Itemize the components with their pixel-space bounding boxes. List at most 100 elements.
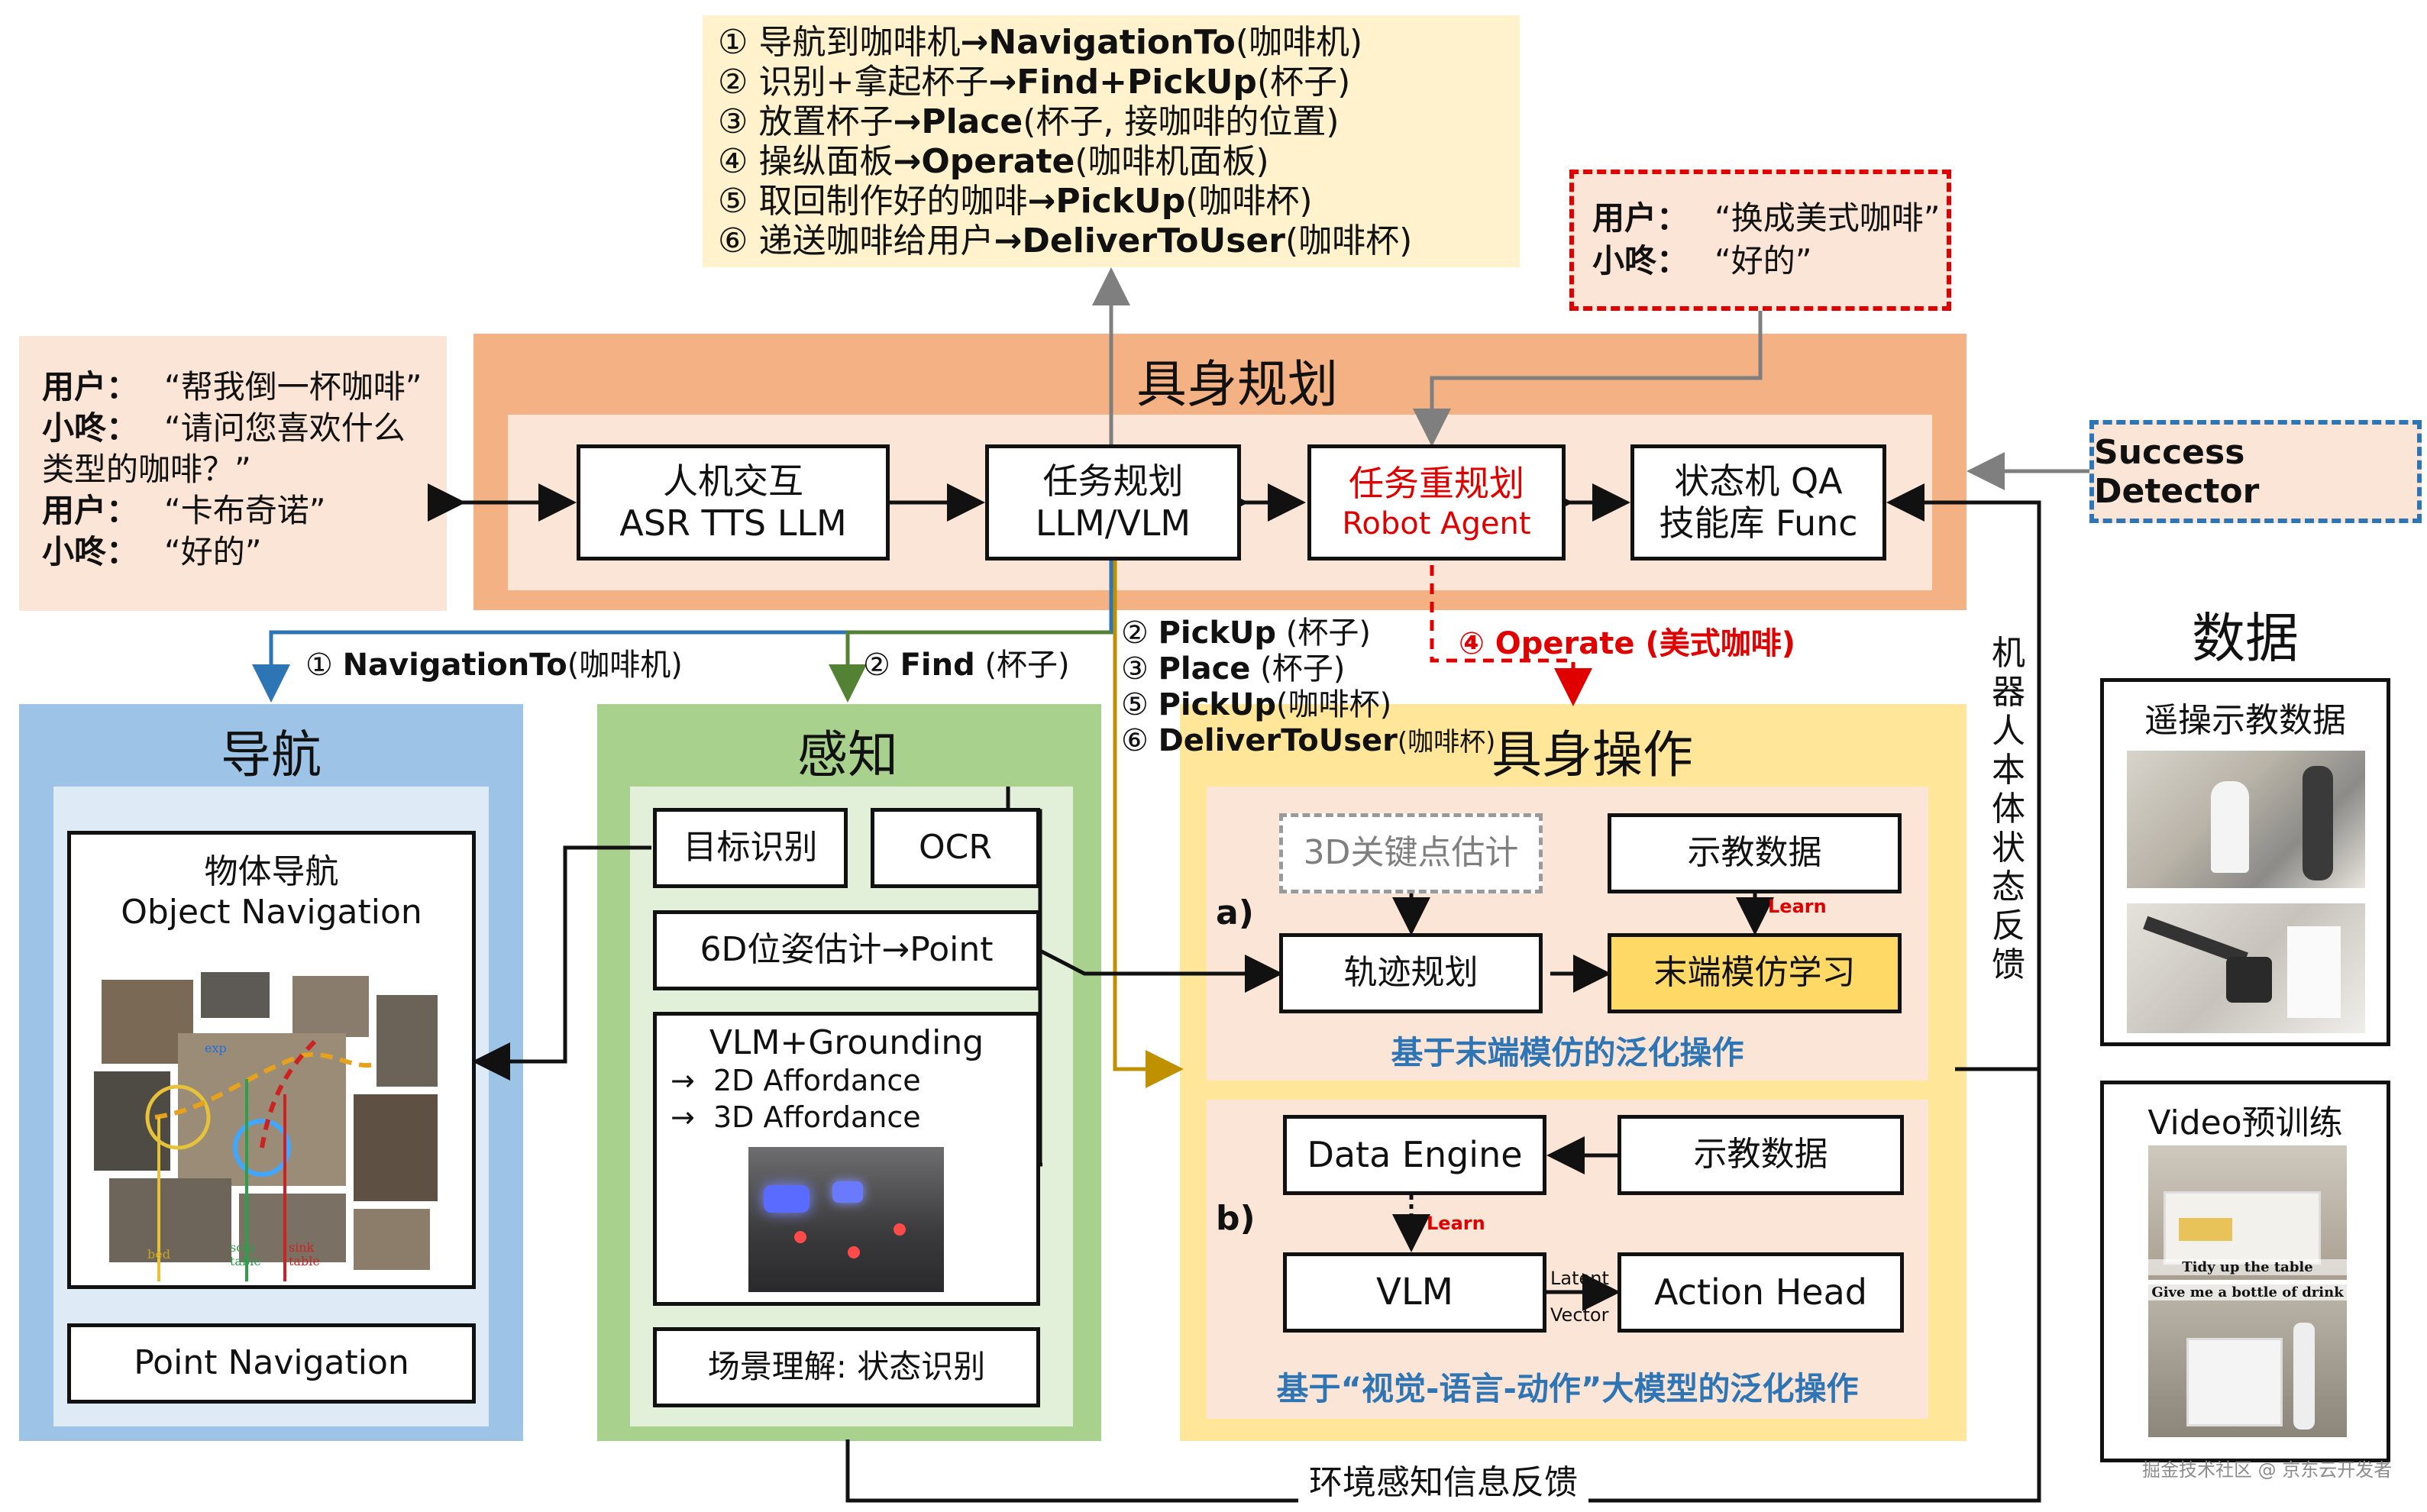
replan-box: 任务重规划 Robot Agent <box>1307 444 1566 561</box>
task-step-num: ② <box>718 63 748 102</box>
dialog-line: 用户：“换成美式咖啡” <box>1592 197 1947 240</box>
task-step: ① 导航到咖啡机→NavigationTo(咖啡机) <box>718 23 1412 63</box>
task-step-skill: PickUp <box>1055 182 1186 221</box>
latent-vector-label: Latent Vector <box>1550 1260 1609 1333</box>
keypoint-label: 3D关键点估计 <box>1303 833 1519 873</box>
label-place-num: ③ <box>1121 651 1149 687</box>
state-machine-box: 状态机 QA 技能库 Func <box>1630 444 1886 561</box>
data-title: 数据 <box>2192 607 2299 670</box>
task-step-args: (杯子) <box>1256 63 1351 102</box>
task-step-args: (咖啡机) <box>1235 23 1363 62</box>
task-step-num: ① <box>718 23 748 62</box>
label-find-num: ② <box>863 648 890 683</box>
robot-feedback-char: 反 <box>1992 906 2025 945</box>
action-head-label: Action Head <box>1654 1271 1867 1313</box>
video-caption-2: Give me a bottle of drink <box>2148 1284 2347 1300</box>
state-line1: 状态机 QA <box>1674 460 1843 502</box>
video-pretrain-title: Video预训练 <box>2147 1103 2343 1142</box>
data-engine-label: Data Engine <box>1307 1133 1523 1175</box>
imitation-label: 末端模仿学习 <box>1653 953 1856 993</box>
success-detector-label: Success Detector <box>2094 432 2260 511</box>
task-step-skill: Operate <box>921 142 1075 181</box>
trajectory-box: 轨迹规划 <box>1279 933 1543 1013</box>
navigation-map: exp bed sofa table sink table <box>86 964 457 1281</box>
action-head-box: Action Head <box>1617 1252 1904 1333</box>
teleop-data-title: 遥操示教数据 <box>2144 701 2346 740</box>
navigation-title: 导航 <box>221 725 322 784</box>
scene-label: 场景理解: 状态识别 <box>707 1348 986 1386</box>
dialog-left: 用户：“帮我倒一杯咖啡”小咚：“请问您喜欢什么类型的咖啡？”用户：“卡布奇诺”小… <box>19 336 447 611</box>
edge-perception-bracket <box>1038 848 1042 1167</box>
label-pickup2-bold: PickUp <box>1158 687 1277 722</box>
demo-data-b-box: 示教数据 <box>1617 1115 1904 1195</box>
task-step-arrow: → <box>994 221 1023 260</box>
dialog-text: 类型的咖啡？” <box>42 451 251 488</box>
hci-line2: ASR TTS LLM <box>619 502 847 544</box>
task-step-desc: 导航到咖啡机 <box>758 23 961 62</box>
label-deliver-num: ⑥ <box>1121 723 1149 758</box>
label-pickup-num: ② <box>1121 615 1149 651</box>
label-nav-num: ① <box>305 648 333 683</box>
dialog-line: 小咚：“好的” <box>1592 240 1947 283</box>
task-step-skill: NavigationTo <box>988 23 1236 62</box>
task-steps-list: ① 导航到咖啡机→NavigationTo(咖啡机)② 识别+拿起杯子→Find… <box>718 23 1412 261</box>
label-find-bold: Find <box>900 648 975 683</box>
edge-pose-to-traj <box>1039 948 1283 993</box>
task-line2: LLM/VLM <box>1035 502 1191 544</box>
task-step-args: (咖啡杯) <box>1185 182 1313 221</box>
dialog-text: “卡布奇诺” <box>164 492 326 529</box>
robot-feedback-char: 态 <box>1992 867 2025 906</box>
hci-box: 人机交互 ASR TTS LLM <box>577 444 890 561</box>
demo-a-label: 示教数据 <box>1687 833 1822 873</box>
edge-task-to-perception <box>829 630 1111 703</box>
dialog-right: 用户：“换成美式咖啡”小咚：“好的” <box>1569 170 1951 311</box>
task-step-num: ③ <box>718 102 748 141</box>
affordance-2d: → 2D Affordance <box>671 1064 921 1097</box>
label-operate: ④ Operate (美式咖啡) <box>1459 626 1796 661</box>
task-step-desc: 操纵面板 <box>758 142 894 181</box>
dialog-line: 用户：“卡布奇诺” <box>42 490 447 531</box>
task-step-desc: 识别+拿起杯子 <box>758 63 989 102</box>
vlm-grounding-title: VLM+Grounding <box>709 1023 984 1062</box>
keypoint-box: 3D关键点估计 <box>1279 813 1543 893</box>
task-step-arrow: → <box>1027 182 1056 221</box>
imitation-box: 末端模仿学习 <box>1608 933 1902 1013</box>
scene-understanding-box: 场景理解: 状态识别 <box>653 1327 1040 1407</box>
task-step-num: ⑤ <box>718 182 748 221</box>
pose-estimation-box: 6D位姿估计→Point <box>653 910 1040 990</box>
label-deliver-post: (咖啡杯) <box>1397 727 1496 758</box>
robot-state-feedback-label: 机器人本体状态反馈 <box>1986 634 2031 984</box>
label-pickup-bold: PickUp <box>1158 615 1277 651</box>
task-step-args: (咖啡杯) <box>1285 221 1413 260</box>
task-step: ③ 放置杯子→Place(杯子, 接咖啡的位置) <box>718 102 1412 142</box>
dialog-right-list: 用户：“换成美式咖啡”小咚：“好的” <box>1592 197 1947 283</box>
state-line2: 技能库 Func <box>1659 502 1858 544</box>
hci-line1: 人机交互 <box>663 460 803 502</box>
success-detector: Success Detector <box>2089 420 2422 523</box>
latent-label: Latent <box>1550 1268 1609 1289</box>
pose-label: 6D位姿估计→Point <box>700 930 994 970</box>
dialog-text: “好的” <box>164 533 262 570</box>
map-label-sofa: sofa table <box>230 1240 261 1268</box>
section-b-label: b) <box>1216 1199 1256 1238</box>
ocr-box: OCR <box>871 808 1040 888</box>
edge-task-to-manipulation <box>1113 560 1184 1088</box>
task-step-args: (杯子, 接咖啡的位置) <box>1023 102 1340 141</box>
dialog-speaker: 用户： <box>42 368 139 405</box>
target-recognition-box: 目标识别 <box>653 808 848 888</box>
dialog-speaker: 用户： <box>1592 199 1689 237</box>
dialog-line: 类型的咖啡？” <box>42 449 447 490</box>
demo-b-label: 示教数据 <box>1693 1135 1828 1174</box>
label-find-post: (杯子) <box>974 648 1070 683</box>
dialog-line: 小咚：“好的” <box>42 531 447 573</box>
affordance-3d: → 3D Affordance <box>671 1100 921 1134</box>
environment-feedback-label: 环境感知信息反馈 <box>1298 1455 1588 1504</box>
teleop-data-box: 遥操示教数据 <box>2100 678 2390 1046</box>
dialog-left-list: 用户：“帮我倒一杯咖啡”小咚：“请问您喜欢什么类型的咖啡？”用户：“卡布奇诺”小… <box>42 367 447 573</box>
edge-task-to-navigation <box>252 560 1113 703</box>
robot-feedback-char: 器 <box>1992 673 2025 712</box>
task-line1: 任务规划 <box>1042 460 1184 502</box>
task-step-skill: Place <box>921 102 1023 141</box>
robot-feedback-char: 状 <box>1992 829 2025 867</box>
vlm-grounding-box: VLM+Grounding → 2D Affordance → 3D Affor… <box>653 1012 1040 1306</box>
